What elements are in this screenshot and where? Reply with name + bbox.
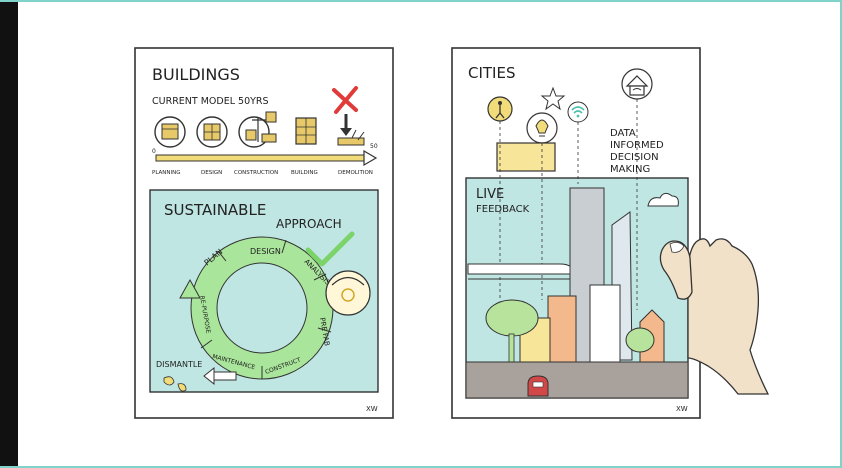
timeline-arrow [155,149,378,167]
data-label-line1: DATA [610,128,636,139]
building-icon [295,117,317,145]
debris-icon [163,376,187,392]
current-model-label: CURRENT MODEL 50YRS [152,96,269,107]
cycle-design: DESIGN [250,247,281,256]
live-label: LIVE [476,187,504,202]
tree-right [625,327,655,353]
sensor-lines [499,99,638,310]
cycle-ring [179,236,334,380]
dismantle-label: DISMANTLE [156,360,202,369]
white-building [589,284,621,366]
pedestrian-icon [487,96,513,122]
star-icon [540,86,566,111]
demolition-icon [337,114,365,146]
stage-demolition: DEMOLITION [338,170,373,176]
timeline-end: 50 [370,143,378,150]
check-mark-icon [305,231,355,267]
stage-design: DESIGN [201,170,222,176]
buildings-title: BUILDINGS [152,65,240,84]
cities-title: CITIES [468,64,515,82]
cities-card: CITIES [451,47,770,419]
dismantle-arrow [203,366,237,386]
sun-analysis-icon [325,270,371,316]
car-icon [527,375,549,397]
feedback-label: FEEDBACK [476,204,530,215]
cloud-icon [647,192,679,207]
data-label-line3: DECISION [610,152,659,163]
smart-home-icon [621,68,653,100]
message-box [496,142,556,172]
stage-building: BUILDING [291,170,318,176]
right-signature: XW [676,405,688,413]
design-icon [196,116,228,148]
stage-planning: PLANNING [152,170,181,176]
stage-construction: CONSTRUCTION [234,170,278,176]
construction-icon [238,111,277,148]
hand-illustration [659,238,770,395]
timeline-start: 0 [152,148,156,155]
data-label-line4: MAKING [610,164,650,175]
orange-building [547,295,577,363]
left-signature: XW [366,405,378,413]
sustainable-title: SUSTAINABLE [164,201,266,219]
data-label-line2: INFORMED [610,140,664,151]
road [465,361,689,399]
planning-icon [154,116,186,148]
left-edge-bar [0,0,18,468]
approach-title: APPROACH [276,217,342,231]
red-x-icon [332,86,358,114]
buildings-card: BUILDINGS CURRENT MODEL 50YRS [134,47,394,419]
wifi-signal-icon [567,101,589,123]
lightbulb-icon [526,112,558,144]
tree-left [485,299,539,337]
